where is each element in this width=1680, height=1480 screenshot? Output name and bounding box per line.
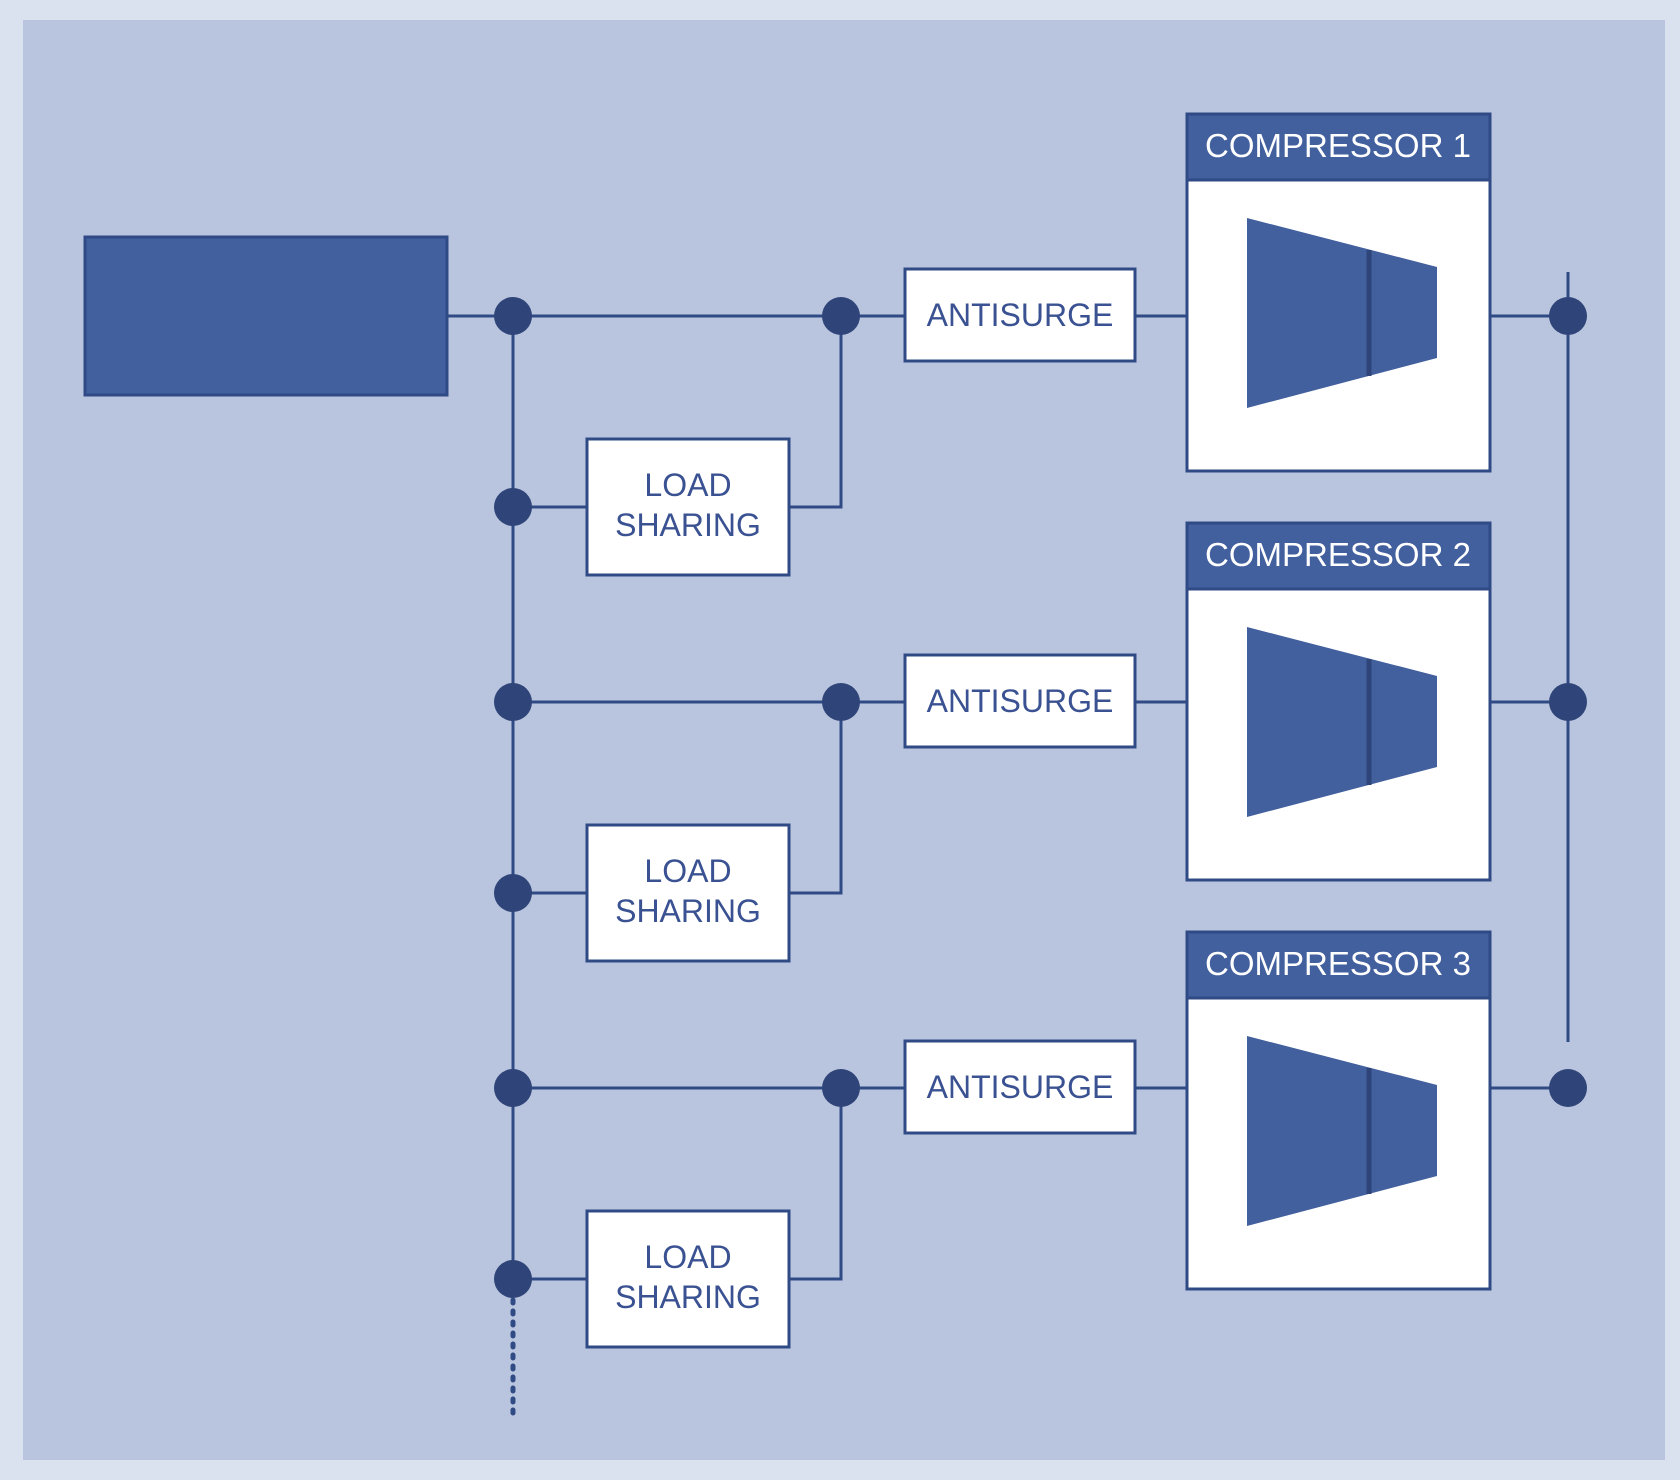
- antisurge-label: ANTISURGE: [927, 297, 1114, 333]
- antisurge-box[interactable]: [903, 267, 1137, 363]
- stage-2: ANTISURGE LOAD SHARING COMPRESSOR 2: [494, 521, 1587, 963]
- antisurge-box[interactable]: [903, 1039, 1137, 1135]
- stage-3: ANTISURGE LOAD SHARING COMPRESSOR 3: [494, 930, 1587, 1349]
- compressor-3[interactable]: COMPRESSOR 3: [1185, 930, 1492, 1291]
- junction-node: [1549, 1069, 1587, 1107]
- compressor-title: COMPRESSOR 3: [1205, 945, 1471, 982]
- load-sharing-label-line2: SHARING: [615, 893, 761, 929]
- compressor-title-bar: [1185, 521, 1492, 591]
- junction-node: [494, 1069, 532, 1107]
- compressor-2[interactable]: COMPRESSOR 2: [1185, 521, 1492, 882]
- load-sharing-label-line2: SHARING: [615, 507, 761, 543]
- compressor-icon: [1247, 218, 1437, 408]
- load-sharing-box[interactable]: [585, 823, 791, 963]
- junction-node: [822, 297, 860, 335]
- compressor-icon: [1247, 627, 1437, 817]
- junction-node: [1549, 683, 1587, 721]
- antisurge-box[interactable]: [903, 653, 1137, 749]
- junction-node: [494, 874, 532, 912]
- compressor-title: COMPRESSOR 1: [1205, 127, 1471, 164]
- source-block: [83, 235, 449, 397]
- load-sharing-label-line1: LOAD: [644, 1239, 731, 1275]
- compressor-1[interactable]: COMPRESSOR 1: [1185, 112, 1492, 473]
- junction-node: [494, 297, 532, 335]
- antisurge-label: ANTISURGE: [927, 683, 1114, 719]
- stage-2-ls-out-line: [789, 702, 843, 895]
- compressor-title-bar: [1185, 112, 1492, 182]
- load-sharing-label-line2: SHARING: [615, 1279, 761, 1315]
- junction-node: [494, 683, 532, 721]
- junction-node: [1549, 297, 1587, 335]
- junction-node: [822, 1069, 860, 1107]
- junction-node: [822, 683, 860, 721]
- load-sharing-label-line1: LOAD: [644, 853, 731, 889]
- compressor-title-bar: [1185, 930, 1492, 1000]
- junction-node: [494, 1260, 532, 1298]
- stage-1: ANTISURGE LOAD SHARING COMPRESSOR 1: [494, 112, 1587, 577]
- compressor-title: COMPRESSOR 2: [1205, 536, 1471, 573]
- load-sharing-box[interactable]: [585, 1209, 791, 1349]
- stage-3-ls-out-line: [789, 1088, 843, 1281]
- load-sharing-label-line1: LOAD: [644, 467, 731, 503]
- load-sharing-box[interactable]: [585, 437, 791, 577]
- compressor-icon: [1247, 1036, 1437, 1226]
- antisurge-label: ANTISURGE: [927, 1069, 1114, 1105]
- stage-1-ls-out-line: [789, 316, 843, 509]
- junction-node: [494, 488, 532, 526]
